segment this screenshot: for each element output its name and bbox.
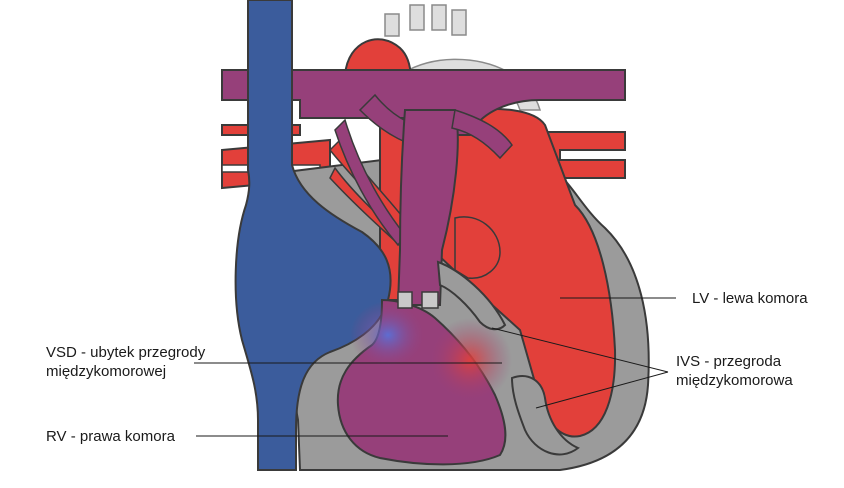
label-ivs: IVS - przegroda międzykomorowa (676, 352, 793, 390)
label-vsd: VSD - ubytek przegrody międzykomorowej (46, 343, 205, 381)
label-lv: LV - lewa komora (692, 290, 808, 307)
label-vsd-line1: VSD - ubytek przegrody (46, 344, 206, 361)
interventricular-septum (436, 260, 580, 456)
label-ivs-line2: międzykomorowa (676, 372, 793, 389)
ivs-leader-line-lower (535, 371, 669, 409)
label-rv: RV - prawa komora (46, 428, 175, 445)
label-ivs-line1: IVS - przegroda (676, 353, 782, 370)
ivs-leader-line-upper (491, 327, 669, 373)
vsd-deoxygenated-blend (350, 301, 426, 369)
pulmonary-valve (397, 291, 439, 309)
label-vsd-line2: międzykomorowej (46, 363, 167, 380)
vena-cava-right-atrium (234, 0, 392, 471)
left-atrial-appendage (454, 216, 501, 279)
leader-lines (194, 297, 676, 437)
vsd-oxygenated-blend (428, 318, 512, 402)
pulmonary-arteries (221, 69, 626, 306)
